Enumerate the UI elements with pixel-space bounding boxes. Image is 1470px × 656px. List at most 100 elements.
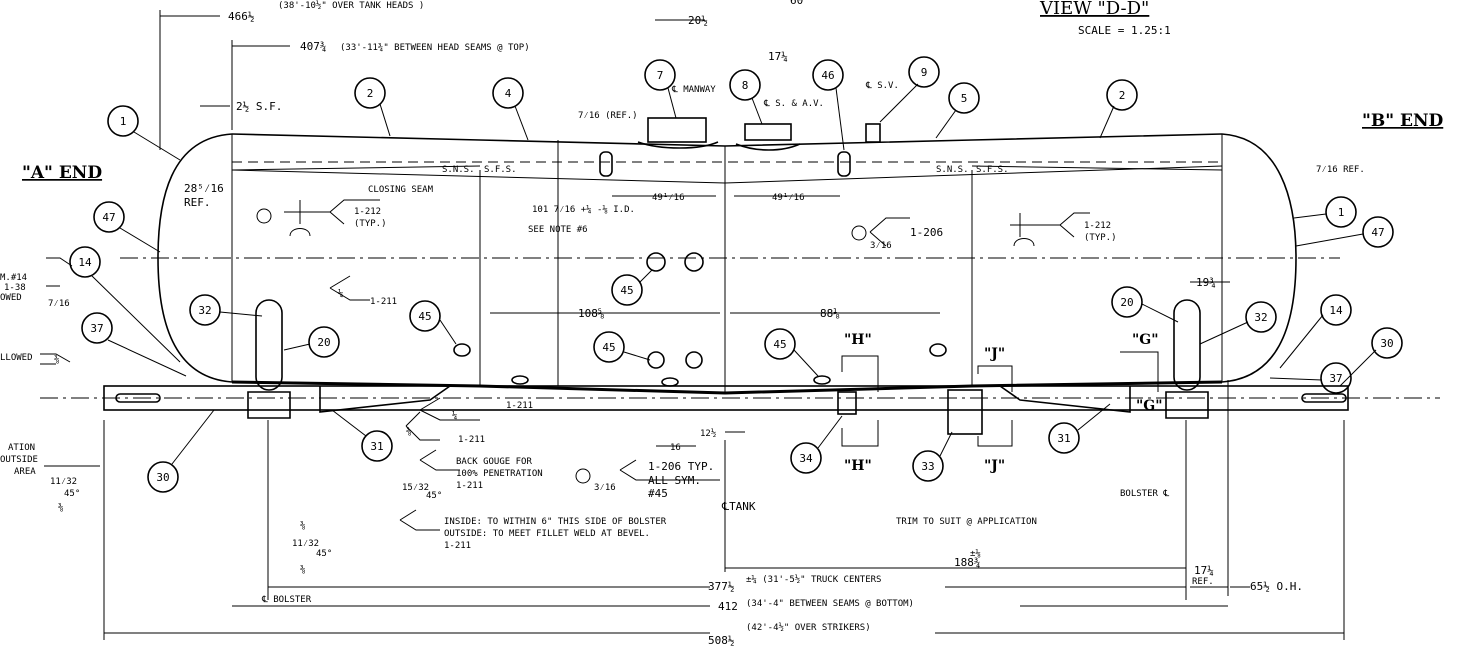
callout-number: 45 bbox=[620, 284, 633, 297]
section-j-bottom: "J" bbox=[984, 458, 1005, 474]
label-trim: TRIM TO SUIT @ APPLICATION bbox=[896, 517, 1037, 527]
weld-45a: 45° bbox=[426, 491, 442, 501]
weld-1532: 15⁄32 bbox=[402, 483, 429, 493]
callout-number: 9 bbox=[921, 66, 928, 79]
dim-108: 108⅝ bbox=[578, 307, 605, 320]
dim-strikers: 508½ bbox=[708, 634, 735, 647]
label-all-sym: ALL SYM. bbox=[648, 474, 701, 487]
section-h-top: "H" bbox=[844, 332, 872, 348]
left-area: AREA bbox=[14, 467, 36, 477]
nozzle-left bbox=[599, 151, 613, 177]
dim-oh: 65½ O.H. bbox=[1250, 580, 1303, 593]
label-id-dim: 101 7⁄16 +¼ -⅛ I.D. bbox=[532, 205, 635, 215]
callout-number: 47 bbox=[1371, 226, 1384, 239]
weld-1211e: 1-211 bbox=[444, 541, 471, 551]
callout-number: 33 bbox=[921, 460, 934, 473]
dim-60: 60 bbox=[790, 0, 803, 7]
weld-1206: 1-206 bbox=[910, 226, 943, 239]
label-sns1: S.N.S. bbox=[442, 165, 475, 175]
callout-number: 30 bbox=[156, 471, 169, 484]
section-g-top: "G" bbox=[1132, 332, 1159, 348]
dim-seams-note: (34'-4" BETWEEN SEAMS @ BOTTOM) bbox=[746, 599, 914, 609]
left-m14: M.#14 bbox=[0, 273, 27, 283]
dim-188: 188¾ bbox=[954, 556, 981, 569]
label-sfs2: S.F.S. bbox=[976, 165, 1009, 175]
weld-1132a: 11⁄32 bbox=[292, 539, 319, 549]
callout-number: 1 bbox=[120, 115, 127, 128]
weld-1211b: 1-211 bbox=[506, 401, 533, 411]
weld-14b: ¼ bbox=[452, 411, 457, 421]
weld-1212a: 1-212 bbox=[354, 207, 381, 217]
label-closing-seam: CLOSING SEAM bbox=[368, 185, 434, 195]
callout-number: 14 bbox=[1329, 304, 1343, 317]
dim-19-3-4: 19¾ bbox=[1196, 276, 1216, 289]
callout-number: 34 bbox=[799, 452, 813, 465]
label-sv: ℄ S.V. bbox=[865, 81, 899, 91]
dim-head-seams: 407¾ bbox=[300, 40, 327, 53]
left-llowed: LLOWED bbox=[0, 353, 33, 363]
callout-number: 1 bbox=[1338, 206, 1345, 219]
weld-38c: ⅜ bbox=[300, 565, 305, 575]
callout-number: 14 bbox=[78, 256, 92, 269]
label-see-note: SEE NOTE #6 bbox=[528, 225, 588, 235]
label-manway: ℄ MANWAY bbox=[671, 85, 716, 95]
dim-seams: 412 bbox=[718, 600, 738, 613]
callout-number: 30 bbox=[1380, 337, 1393, 350]
dim-12: 12½ bbox=[700, 428, 716, 439]
weld-1211d: 1-211 bbox=[456, 481, 483, 491]
weld-316a: 3⁄16 bbox=[870, 241, 892, 251]
drain-ovals bbox=[453, 252, 947, 387]
section-h-bottom: "H" bbox=[844, 458, 872, 474]
callout-number: 4 bbox=[505, 87, 512, 100]
callout-number: 45 bbox=[773, 338, 786, 351]
dim-17: 17¼ bbox=[768, 50, 788, 63]
callout-number: 37 bbox=[90, 322, 103, 335]
label-back-gouge-1: BACK GOUGE FOR bbox=[456, 457, 532, 467]
tank-shell bbox=[157, 133, 1297, 395]
weld-45c: 45° bbox=[64, 489, 80, 499]
weld-1212b: 1-212 bbox=[1084, 221, 1111, 231]
weld-1206-typ: 1-206 TYP. bbox=[648, 460, 714, 473]
dim-sf: 2½ S.F. bbox=[236, 100, 282, 113]
callout-number: 37 bbox=[1329, 372, 1342, 385]
callout-number: 45 bbox=[602, 341, 615, 354]
left-ation: ATION bbox=[8, 443, 35, 453]
dim-16: 16 bbox=[670, 443, 681, 453]
callout-number: 31 bbox=[1057, 432, 1070, 445]
safety-valve bbox=[865, 123, 881, 143]
dim-188-tol: ±⅛ bbox=[970, 549, 981, 559]
callout-number: 20 bbox=[1120, 296, 1133, 309]
callout-number: 45 bbox=[418, 310, 431, 323]
callout-number: 46 bbox=[821, 69, 834, 82]
callout-number: 47 bbox=[102, 211, 115, 224]
dim-strikers-note: (42'-4½" OVER STRIKERS) bbox=[746, 622, 871, 633]
weld-symbols bbox=[40, 199, 1090, 531]
nozzle-right bbox=[837, 151, 851, 177]
callout-number: 2 bbox=[367, 87, 374, 100]
label-ref: REF. bbox=[184, 196, 211, 209]
left-outside: OUTSIDE bbox=[0, 455, 38, 465]
callout-bubbles bbox=[69, 56, 1403, 493]
weld-38d: ⅜ bbox=[58, 503, 63, 513]
weld-1211a: 1-211 bbox=[370, 297, 397, 307]
dim-head-seams-note: (33'-11¾" BETWEEN HEAD SEAMS @ TOP) bbox=[340, 43, 530, 53]
callout-number: 8 bbox=[742, 79, 749, 92]
dim-1714: 17¼ bbox=[1194, 564, 1214, 577]
label-outside: OUTSIDE: TO MEET FILLET WELD AT BEVEL. bbox=[444, 529, 650, 539]
weld-1132b: 11⁄32 bbox=[50, 477, 77, 487]
section-markers bbox=[841, 351, 1159, 447]
b-end-label: "B" END bbox=[1362, 111, 1443, 131]
underframe bbox=[103, 299, 1349, 435]
safety-air-valve bbox=[735, 123, 801, 151]
label-bolster-cl: BOLSTER ℄ bbox=[1120, 489, 1169, 499]
label-tank-cl: ℄TANK bbox=[721, 500, 756, 513]
label-inside: INSIDE: TO WITHIN 6" THIS SIDE OF BOLSTE… bbox=[444, 517, 667, 527]
callout-number: 32 bbox=[1254, 311, 1267, 324]
weld-316b: 3⁄16 bbox=[594, 483, 616, 493]
weld-1211c: 1-211 bbox=[458, 435, 485, 445]
section-j-top: "J" bbox=[984, 346, 1005, 362]
dim-truck-note: ±¼ (31'-5½" TRUCK CENTERS bbox=[746, 574, 881, 585]
label-ref716a: 7⁄16 (REF.) bbox=[578, 111, 638, 121]
label-n45: #45 bbox=[648, 487, 668, 500]
